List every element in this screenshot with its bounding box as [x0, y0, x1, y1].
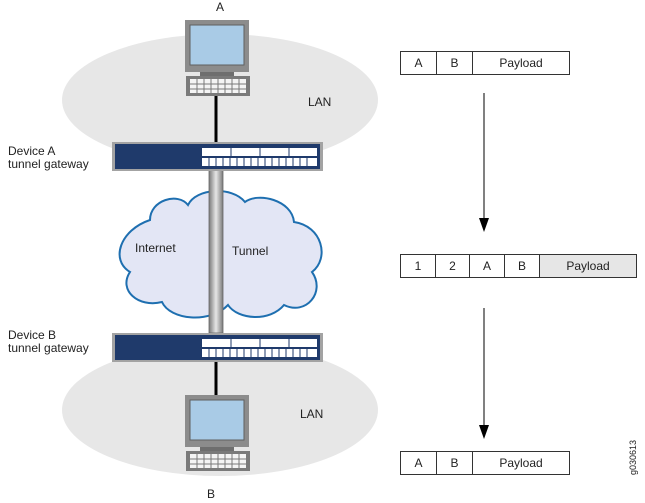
device-a-label-line2: tunnel gateway	[8, 157, 89, 171]
lan-bottom-label: LAN	[300, 407, 324, 421]
packet-encapsulated: 1 2 A B Payload	[400, 254, 637, 278]
device-b-gateway	[112, 333, 323, 362]
device-b-label-line1: Device B	[8, 328, 57, 342]
packet-cell: Payload	[499, 56, 543, 70]
packet-cell: A	[470, 255, 505, 277]
device-a-label-line1: Device A	[8, 144, 56, 158]
packet-cell: A	[401, 52, 437, 74]
figure-id: g030613	[628, 439, 638, 475]
tunnel-label: Tunnel	[232, 244, 269, 258]
packet-cell: Payload	[499, 456, 543, 470]
packet-cell: B	[437, 452, 473, 474]
packet-cell: 1	[401, 255, 436, 277]
arrow-encapsulate	[479, 93, 489, 232]
lan-top-area	[62, 34, 378, 166]
packet-cell: B	[505, 255, 540, 277]
device-a-gateway	[112, 142, 323, 171]
tunnel-pipe	[208, 169, 224, 334]
packet-cell: B	[437, 52, 473, 74]
device-b-label-line2: tunnel gateway	[8, 341, 89, 355]
packet-cell: A	[401, 452, 437, 474]
host-a-label: A	[216, 0, 225, 14]
computer-a-icon	[185, 20, 250, 96]
packet-original: A B Payload	[400, 51, 570, 75]
host-b-label: B	[207, 487, 216, 501]
internet-label: Internet	[135, 241, 176, 255]
computer-b-icon	[185, 395, 250, 471]
packet-decapsulated: A B Payload	[400, 451, 570, 475]
lan-top-label: LAN	[308, 95, 332, 109]
packet-cell: Payload	[566, 259, 610, 273]
arrow-decapsulate	[479, 308, 489, 439]
packet-cell: 2	[436, 255, 470, 277]
